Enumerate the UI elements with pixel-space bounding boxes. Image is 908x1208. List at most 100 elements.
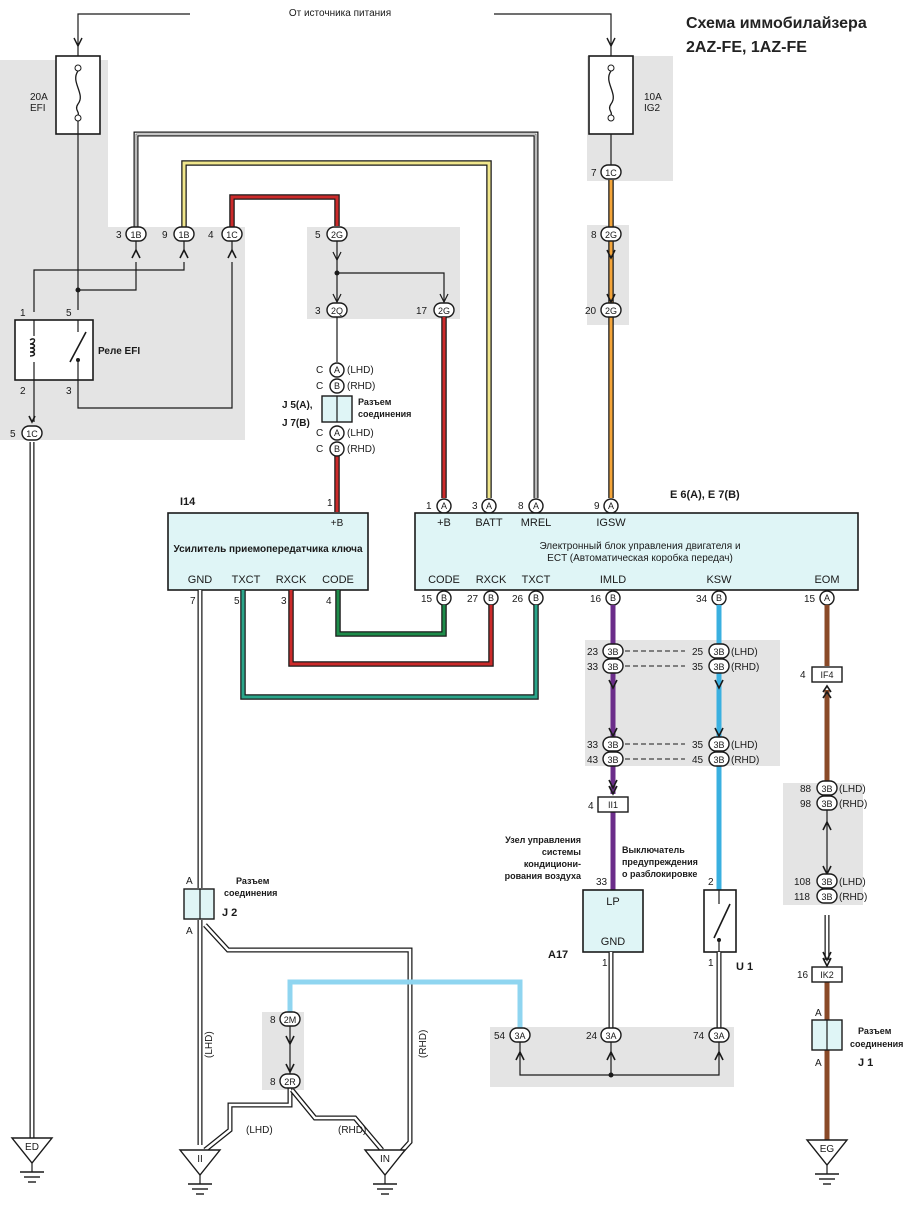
connector-1C-4: 4 1C — [208, 226, 243, 259]
ecu-bottom-label-rxck: RXCK — [476, 574, 507, 586]
connector-2G-8-id: 2G — [605, 230, 617, 240]
eom-r2-pin: 98 — [800, 799, 812, 810]
u1-caption-2: предупреждения — [622, 857, 698, 867]
relay-pin-1: 1 — [20, 308, 26, 319]
eom-r4-pin: 118 — [794, 892, 810, 903]
connector-2Q-3-pin: 3 — [315, 306, 321, 317]
wire-code-green — [335, 590, 447, 637]
j1-pin-top: A — [815, 1008, 822, 1019]
ecu-bot-pin-3-num: 26 — [512, 594, 524, 605]
connectors-3a: 54 3A 24 3A 74 3A — [494, 1027, 730, 1061]
wire-amp-gnd — [197, 590, 413, 1164]
connector-1C-4-pin: 4 — [208, 230, 214, 241]
ac-caption-2: системы — [542, 847, 581, 857]
wire-rxck-red — [288, 590, 494, 667]
eom-r4-variant: (RHD) — [839, 892, 867, 903]
ecu-bot-pin-6-conn: A — [824, 593, 830, 603]
ecu-bot-pin-5-num: 34 — [696, 594, 708, 605]
j1-caption-1: Разъем — [858, 1026, 892, 1036]
ecu-bot-pin-6-num: 15 — [804, 594, 816, 605]
connector-2R-pin: 8 — [270, 1077, 276, 1088]
amplifier-top-pin-label: +B — [331, 518, 344, 529]
eom-row-2: 98 3B (RHD) — [800, 795, 867, 811]
amplifier-name: Усилитель приемопередатчика ключа — [173, 544, 362, 555]
wire-label-lhd-vertical: (LHD) (RHD) (LHD) (RHD) — [204, 1030, 429, 1136]
fuse-efi-rating: 20A — [30, 92, 48, 103]
ecu-name-1: Электронный блок управления двигателя и — [539, 540, 740, 552]
eom-r2-variant: (RHD) — [839, 799, 867, 810]
ecu-top-pin-3-conn: A — [533, 501, 539, 511]
splice-2g — [332, 241, 449, 304]
connector-a1-pin: C — [316, 365, 323, 376]
j5j7-caption-1: Разъем — [358, 397, 392, 407]
connector-2G-17-pin: 17 — [416, 306, 428, 317]
connector-2R: 8 2R — [270, 1073, 301, 1089]
ground-ed: ED — [10, 1137, 54, 1183]
ac-unit: Узел управления системы кондициони- рова… — [505, 835, 644, 969]
fuse-ig2: 10A IG2 — [588, 55, 662, 135]
h3b-r2-right-pin: 35 — [692, 662, 704, 673]
j1-pin-bottom: A — [815, 1058, 822, 1069]
amplifier-ref: I14 — [180, 496, 196, 508]
connector-a2-variant: (LHD) — [347, 428, 374, 439]
h3b-r3-variant: (LHD) — [731, 740, 758, 751]
wire-3a-grounds — [519, 952, 722, 1076]
amp-pin-gnd-num: 7 — [190, 596, 196, 607]
u1-pin-bottom: 1 — [708, 958, 714, 969]
connector-b2-pin: C — [316, 444, 323, 455]
h3b-r2-left-pin: 33 — [587, 662, 599, 673]
connector-ii1: 4 II1 — [588, 779, 629, 813]
ac-caption-1: Узел управления — [505, 835, 581, 845]
connector-1B-9-id: 1B — [178, 230, 189, 240]
ac-pin-top: 33 — [596, 877, 608, 888]
ecu-bot-pin-2-num: 27 — [467, 594, 479, 605]
ecu-top-pin-2-num: 3 — [472, 501, 478, 512]
ac-caption-4: рования воздуха — [505, 871, 582, 881]
ac-label-gnd: GND — [601, 936, 626, 948]
connector-2G-20: 20 2G — [585, 293, 622, 318]
ecu-name-2: ECT (Автоматическая коробка передач) — [547, 552, 733, 564]
relay-pin-2: 2 — [20, 386, 26, 397]
harness-row-3: 33 3B 35 3B (LHD) — [587, 736, 758, 752]
wire-label-rhd-2: (RHD) — [338, 1125, 366, 1136]
ecu-top-label-b: +B — [437, 517, 451, 529]
ecu-top-pin-2-conn: A — [486, 501, 492, 511]
connector-b1-id: B — [334, 381, 340, 391]
harness-row-4: 43 3B 45 3B (RHD) — [587, 751, 759, 767]
amp-pin-rxck-label: RXCK — [276, 574, 307, 586]
wire-label-lhd-2: (LHD) — [246, 1125, 273, 1136]
connector-1B-9-pin: 9 — [162, 230, 168, 241]
h3b-r4-right-id: 3B — [713, 755, 724, 765]
h3b-r1-variant: (LHD) — [731, 647, 758, 658]
ik2-pin: 16 — [797, 970, 809, 981]
u1-caption-3: о разблокировке — [622, 869, 697, 879]
eom-r3-id: 3B — [821, 877, 832, 887]
connector-2R-id: 2R — [284, 1077, 296, 1087]
connector-2G-5-pin: 5 — [315, 230, 321, 241]
ground-eg: EG — [805, 1139, 849, 1185]
power-source-feed: От источника питания — [73, 8, 616, 56]
ecu-top-pin-4-conn: A — [608, 501, 614, 511]
fuse-ig2-name: IG2 — [644, 103, 661, 114]
h3b-r4-left-pin: 43 — [587, 755, 599, 766]
ecu-bot-pin-3-conn: B — [533, 593, 539, 603]
connector-b2-variant: (RHD) — [347, 444, 375, 455]
connector-a2-pin: C — [316, 428, 323, 439]
c3a-24-pin: 24 — [586, 1031, 598, 1042]
h3b-r2-left-id: 3B — [607, 662, 618, 672]
ecu-bottom-connectors: 15 B 27 B 26 B 16 B 34 B 15 A — [421, 590, 835, 606]
j7-label: J 7(B) — [282, 418, 310, 429]
harness-3b-dashes — [625, 650, 685, 760]
amp-pin-txct-label: TXCT — [232, 574, 261, 586]
relay-pin-5: 5 — [66, 308, 72, 319]
ground-ed-label: ED — [25, 1142, 39, 1153]
ground-ii: II — [178, 1149, 222, 1195]
j2-caption-2: соединения — [224, 888, 277, 898]
connector-1C-5-pin: 5 — [10, 429, 16, 440]
connector-1B-3-id: 1B — [130, 230, 141, 240]
eom-row-3: 108 3B (LHD) — [794, 873, 866, 889]
eom-row-1: 88 3B (LHD) — [800, 780, 866, 796]
junction-j5-j7: C A (LHD) C B (RHD) J 5(A), J 7(B) Разъе… — [282, 362, 411, 457]
connector-1C-7-pin: 7 — [591, 168, 597, 179]
